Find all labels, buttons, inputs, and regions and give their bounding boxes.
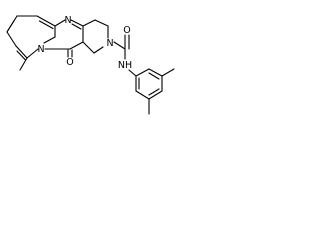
atom-labels: N N N O O NH (37, 15, 132, 71)
structure-diagram: N N N O O NH (6, 15, 175, 115)
atom-label-n-amide: NH (118, 60, 132, 71)
atom-label-n-ring-top: N (64, 15, 71, 26)
atom-label-o-ketone: O (66, 57, 73, 68)
atom-label-o-amide: O (123, 25, 130, 36)
atom-label-n-ring-bottom: N (37, 44, 44, 55)
atom-label-n-ring-right: N (106, 38, 113, 49)
bonds (6, 15, 175, 115)
